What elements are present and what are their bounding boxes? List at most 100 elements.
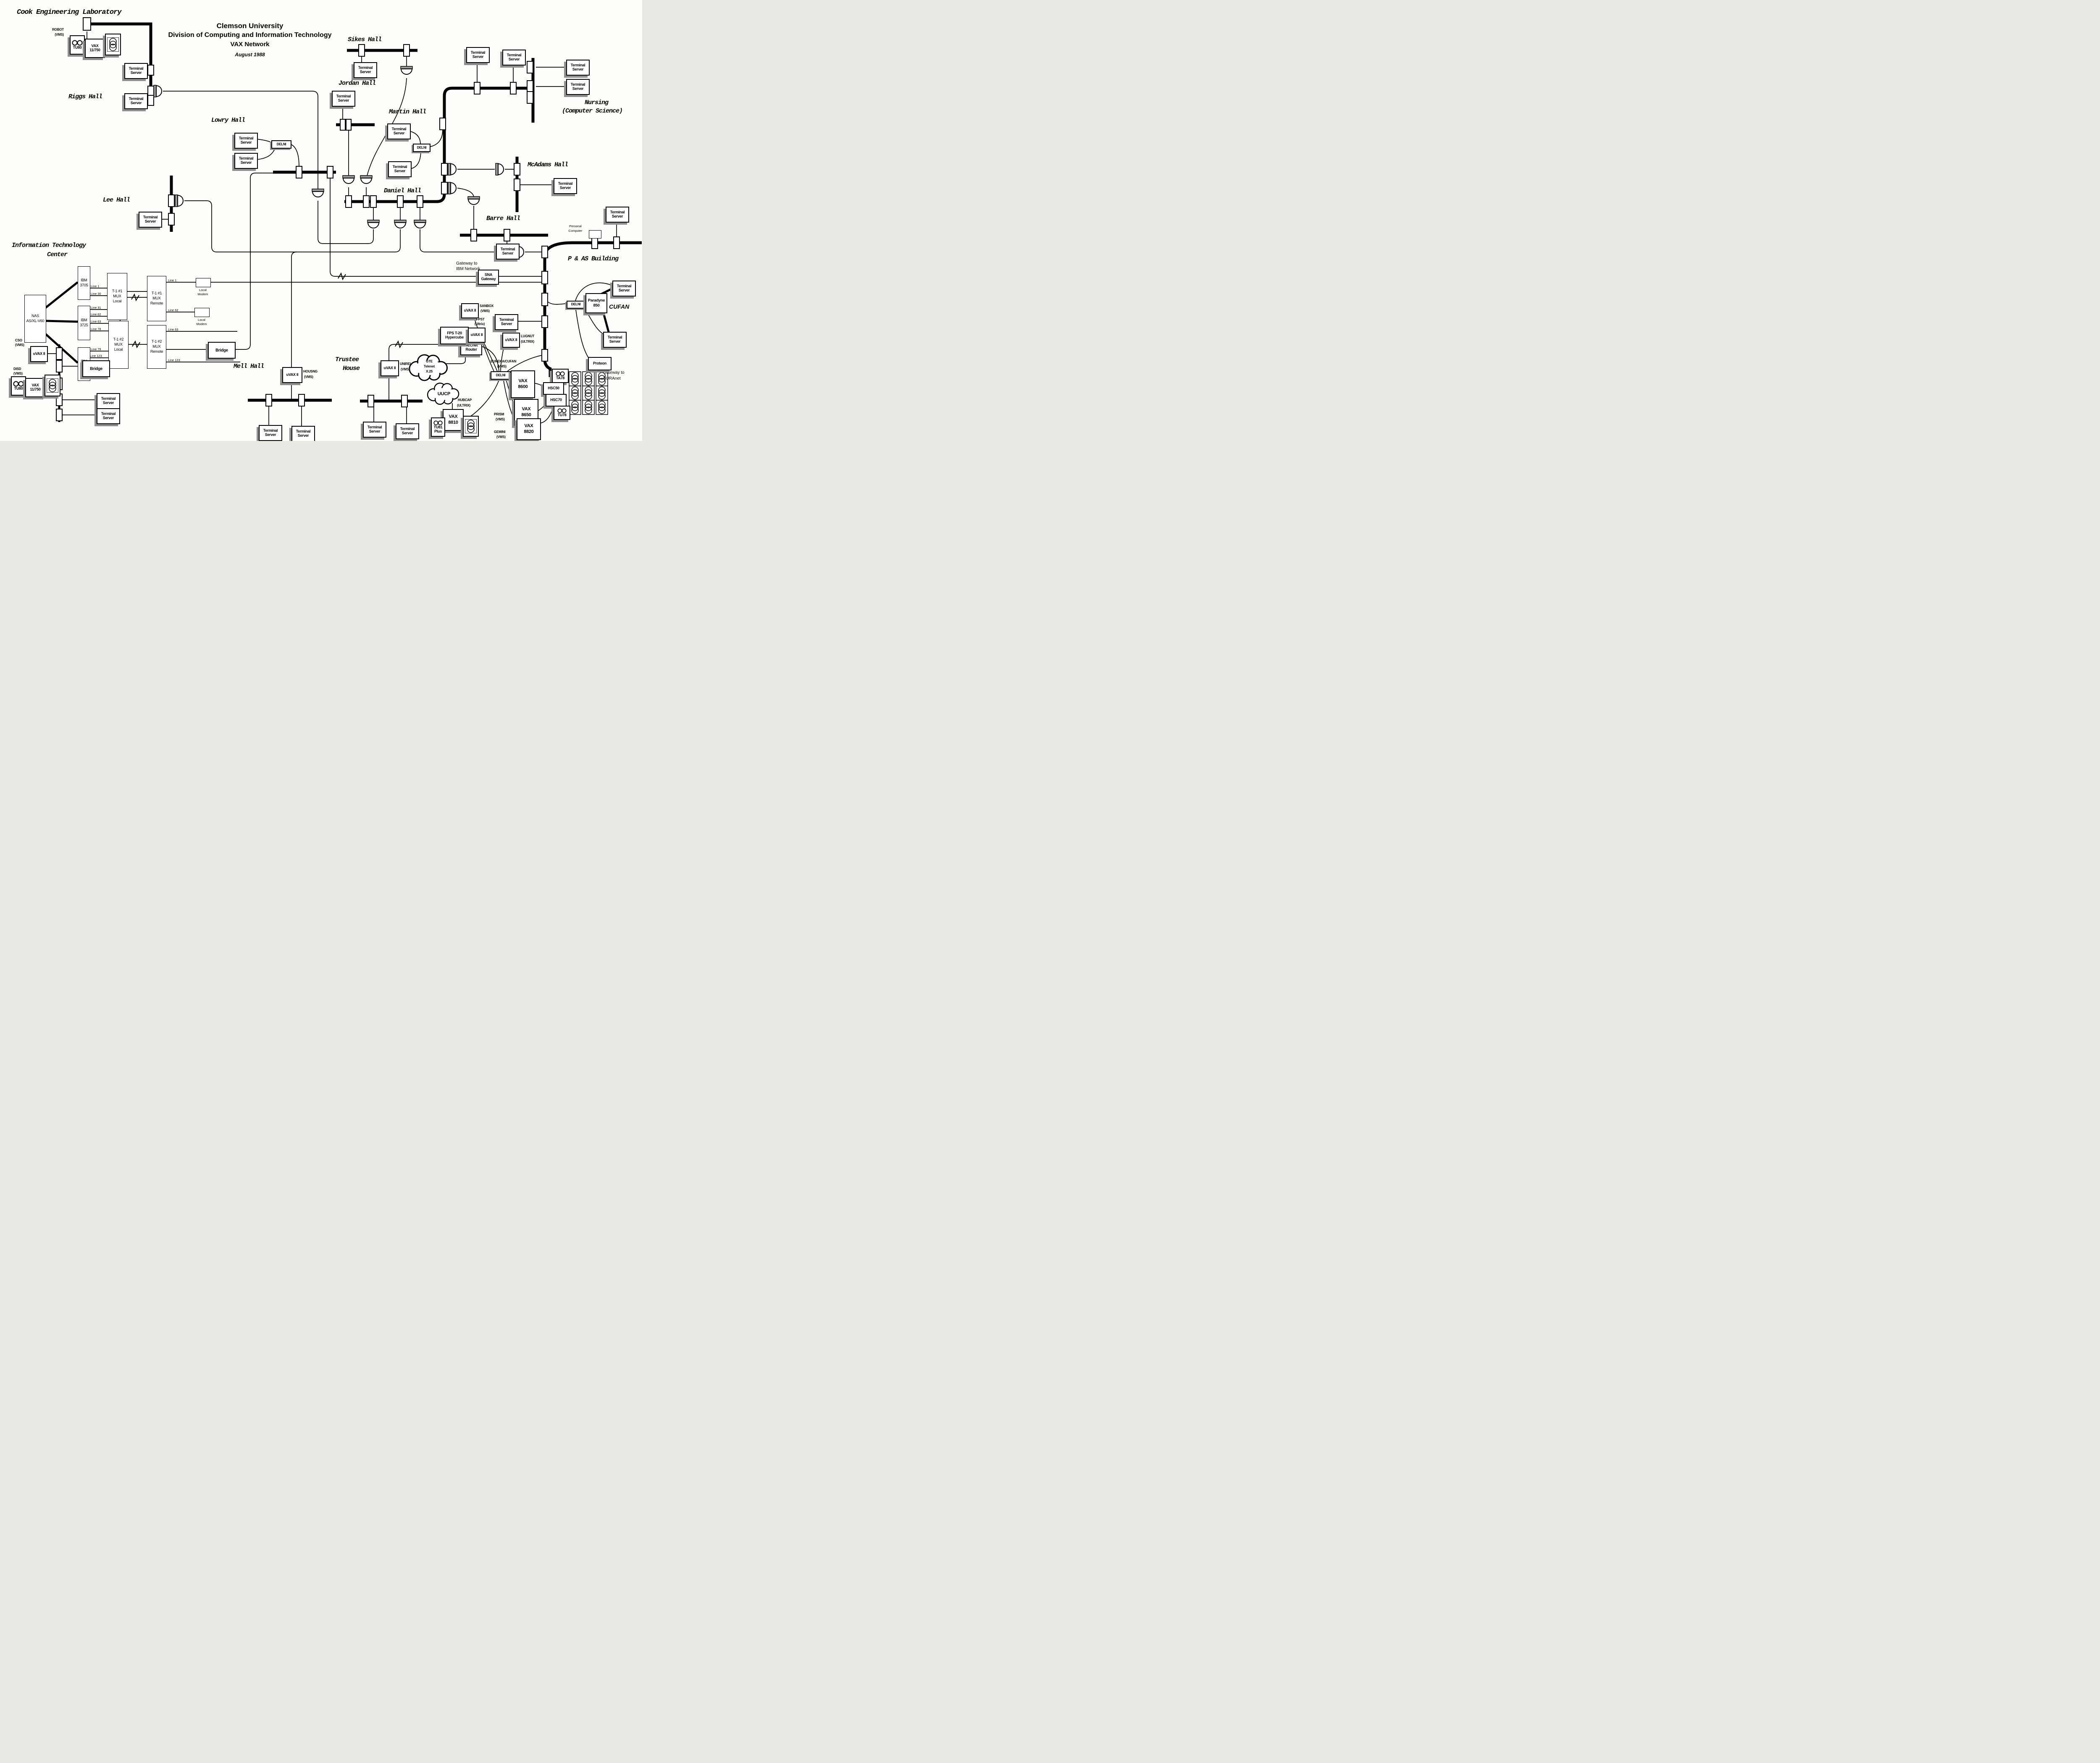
ts-line2: Server <box>338 98 349 102</box>
label-jordan: Jordan Hall <box>339 80 376 87</box>
router-line2: Router <box>465 347 477 352</box>
delni-label: DELNI <box>417 145 427 150</box>
mell-bridge: Bridge <box>208 342 236 359</box>
personal-computer <box>589 230 601 239</box>
note-gw-sura-1: Gateway to <box>603 370 625 375</box>
tape-reels-icon <box>13 381 24 387</box>
label-nursing-2: (Computer Science) <box>562 108 623 115</box>
ts-line1: Terminal <box>499 317 514 322</box>
mux-label: MUX <box>113 294 121 299</box>
mux-id: T-1 #2 <box>113 337 124 342</box>
ts-line1: Terminal <box>367 425 382 430</box>
ts-line2: Server <box>102 416 114 420</box>
host-fpst-name: FPST <box>476 317 485 321</box>
delni-label: DELNI <box>496 373 506 377</box>
pas-delni: DELNI <box>567 301 585 309</box>
line-123-label: Line 123 <box>90 354 102 358</box>
ts-line2: Server <box>240 140 252 144</box>
ts-line2: Server <box>360 70 371 74</box>
label-cook: Cook Engineering Laboratory <box>17 8 121 16</box>
host-gemini-os: (VMS) <box>496 435 506 439</box>
vax-model-label: 8650 <box>521 412 531 417</box>
disk-stack-icon <box>47 378 58 393</box>
note-pc-1: Personal <box>569 224 582 228</box>
ts-line2: Server <box>618 288 630 292</box>
host-eureka-os: (VMS) <box>497 365 507 368</box>
ts-line2: Server <box>144 219 156 223</box>
line-1-label: Line 1 <box>91 284 100 288</box>
sna-line2: Gateway <box>481 277 496 281</box>
local-modem-2 <box>194 308 210 317</box>
tape-reels-icon <box>433 420 443 425</box>
note-gw-sura-2: SURAnet <box>603 376 621 381</box>
fps-line2: Hypercube <box>445 335 464 339</box>
note-gw-ibm-2: IBM Network <box>456 267 480 271</box>
ts-line1: Terminal <box>129 97 144 101</box>
host-prism-name: PRISM <box>494 412 504 416</box>
host-unirel-os: (VMS) <box>401 367 410 371</box>
label-pas: P & AS Building <box>568 255 619 262</box>
line-1-remote-label: Line 1 <box>168 278 177 282</box>
fpst-uvax: uVAX II <box>468 328 486 343</box>
ts-line1: Terminal <box>143 215 158 220</box>
label-martin: Martin Hall <box>389 108 426 115</box>
tape-reels-icon <box>557 408 567 413</box>
paradyne-line1: Paradyne <box>588 298 605 303</box>
mux-id: T-1 #2 <box>151 339 162 344</box>
note-pc-2: Computer <box>568 229 583 233</box>
ts-line1: Terminal <box>296 429 311 434</box>
ts-line1: Terminal <box>617 284 632 289</box>
bridge-label: Bridge <box>90 366 102 371</box>
ts-line2: Server <box>369 429 381 433</box>
label-barre: Barre Hall <box>486 215 520 222</box>
network-wiring-layer <box>44 17 642 426</box>
ts-line1: Terminal <box>129 66 144 71</box>
title-line-2: Division of Computing and Information Te… <box>168 31 332 39</box>
line-31-label: Line 31 <box>91 306 101 310</box>
line-62-label: Line 62 <box>91 312 101 316</box>
bridge-label: Bridge <box>215 348 228 353</box>
ts-line1: Terminal <box>610 210 625 215</box>
bus-taps <box>56 17 620 421</box>
ts-line2: Server <box>102 401 114 405</box>
gte-label-3: X.25 <box>426 370 433 373</box>
router-line1: DECnet <box>465 343 478 348</box>
host-prism-os: (VMS) <box>496 417 505 421</box>
ts-line2: Server <box>609 339 621 344</box>
host-disd-os: (VMS) <box>13 372 23 375</box>
uvax-label: uVAX II <box>470 333 483 337</box>
ts-line1: Terminal <box>239 136 254 141</box>
ts-line1: Terminal <box>500 247 515 252</box>
line-79-label: Line 79 <box>91 347 101 351</box>
ts-line1: Terminal <box>570 63 585 68</box>
host-hubcap-os: (ULTRIX) <box>457 404 471 407</box>
lugnut-uvax: uVAX II <box>502 333 520 348</box>
vax-model-label: 8810 <box>448 420 458 425</box>
disk-farm <box>569 371 608 415</box>
local-modem-1 <box>196 278 211 287</box>
ts-line1: Terminal <box>101 412 116 416</box>
ts-line1: Terminal <box>391 127 407 131</box>
gte-label-2: Telenet <box>423 365 435 368</box>
host-cso-name: CSO <box>15 338 22 342</box>
ts-line1: Terminal <box>263 428 278 433</box>
host-robot-os: (VMS) <box>55 33 64 37</box>
host-robot-name: ROBOT <box>52 28 64 31</box>
mux-loc: Local <box>114 347 123 352</box>
nas-label: NAS <box>32 314 39 318</box>
tu81-plus-label: Plus <box>434 429 442 433</box>
ts-line2: Server <box>501 322 512 326</box>
hsc70: HSC70 <box>546 394 567 407</box>
mux-loc: Local <box>113 299 122 303</box>
